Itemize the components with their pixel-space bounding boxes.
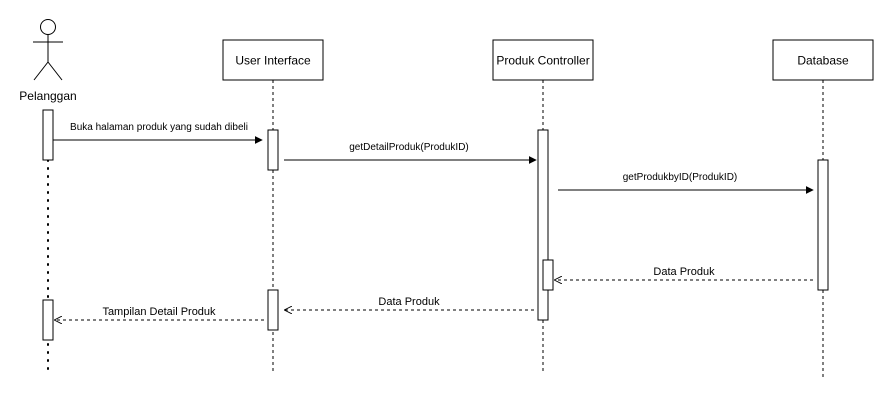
activation-controller-1 [537,129,549,321]
message-get-produk-by-id[interactable]: getProdukbyID(ProdukID) [558,172,814,194]
participant-ui[interactable]: User Interface [222,39,324,81]
message-label: getProdukbyID(ProdukID) [623,172,738,183]
participant-label: User Interface [235,54,311,68]
participant-label: Produk Controller [496,54,589,68]
participant-database[interactable]: Database [772,39,874,81]
participant-box [492,39,594,81]
participant-box [222,39,324,81]
message-data-produk-db[interactable]: Data Produk [555,266,813,280]
message-label: Data Produk [378,296,440,308]
participant-controller[interactable]: Produk Controller [492,39,594,81]
participant-box [772,39,874,81]
activation-ui-2 [267,289,279,331]
message-tampilan-detail-produk[interactable]: Tampilan Detail Produk [55,306,264,320]
message-label: Data Produk [653,266,715,278]
actor-label: Pelanggan [19,89,76,103]
actor-right-leg [47,61,63,81]
message-label: Buka halaman produk yang sudah dibeli [70,122,248,133]
message-data-produk-controller[interactable]: Data Produk [285,296,534,310]
message-label: Tampilan Detail Produk [102,306,216,318]
participant-label: Database [797,54,849,68]
message-buka-halaman[interactable]: Buka halaman produk yang sudah dibeli [53,122,263,144]
message-get-detail-produk[interactable]: getDetailProduk(ProdukID) [284,142,537,164]
activation-database-1 [817,159,829,291]
activation-ui-1 [267,129,279,171]
activation-pelanggan-2 [42,299,54,341]
message-label: getDetailProduk(ProdukID) [349,142,469,153]
actor-pelanggan[interactable]: Pelanggan [19,19,77,104]
activation-controller-2 [542,259,554,291]
actor-left-leg [33,61,49,81]
activation-pelanggan-1 [42,109,54,161]
actor-head-icon [40,19,56,35]
